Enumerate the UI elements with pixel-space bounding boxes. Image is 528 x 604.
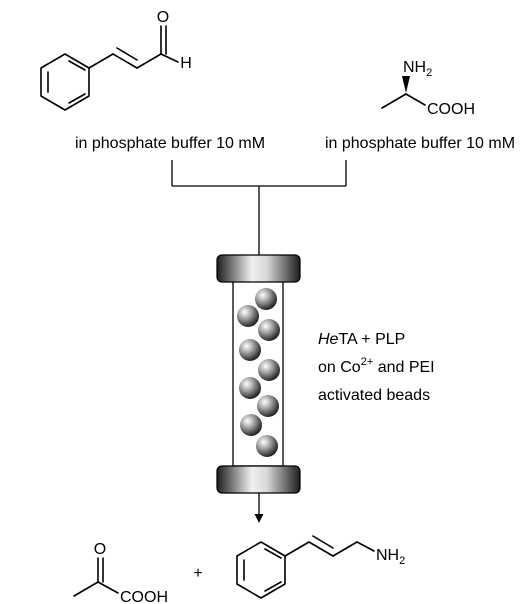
single-bond — [284, 541, 310, 557]
atom-oxygen: O — [94, 541, 106, 558]
ring-double-bond — [68, 60, 86, 71]
plus-sign: + — [193, 565, 202, 582]
right-condition-label: in phosphate buffer 10 mM — [325, 135, 515, 152]
atom-amine: NH2 — [376, 547, 405, 567]
alkene-double-bond — [116, 47, 138, 61]
pyruvic-acid-structure: O COOH — [73, 541, 168, 604]
bead — [256, 435, 278, 457]
enzyme-label: HeTA + PLP — [318, 331, 405, 348]
beads-label: activated beads — [318, 387, 430, 404]
cinnamylamine-structure: NH2 — [236, 535, 405, 599]
alkene-bond — [112, 53, 138, 69]
single-bond — [332, 541, 358, 557]
alkene-double-bond — [312, 535, 334, 549]
cinnamaldehyde-structure: O H — [40, 9, 192, 111]
alkene-bond — [308, 541, 334, 557]
atom-hydrogen: H — [180, 55, 192, 72]
carboxylic-acid-group: COOH — [120, 589, 168, 604]
left-condition-label: in phosphate buffer 10 mM — [75, 135, 265, 152]
packed-bed-reactor — [216, 254, 301, 494]
atom-amine: NH2 — [403, 59, 432, 79]
bead — [239, 339, 261, 361]
single-bond — [88, 53, 114, 69]
bead — [257, 395, 279, 417]
bead — [239, 377, 261, 399]
methyl-bond — [381, 93, 407, 109]
reactor-bottom-cap — [216, 465, 301, 494]
amine-bond — [356, 541, 375, 552]
benzene-ring — [236, 541, 286, 599]
acid-bond — [405, 93, 426, 106]
acid-bond — [97, 581, 119, 594]
mixing-tee-lines — [171, 160, 347, 255]
aldehyde-h-bond — [160, 53, 179, 63]
bead — [258, 359, 280, 381]
bead — [237, 305, 259, 327]
carboxylic-acid-group: COOH — [427, 101, 475, 118]
bead — [258, 319, 280, 341]
catalyst-beads — [237, 288, 280, 457]
benzene-ring — [40, 53, 90, 111]
alanine-structure: NH2 COOH — [381, 59, 475, 118]
ring-double-bond — [264, 581, 282, 592]
cobalt-pei-label: on Co2+ and PEI — [318, 356, 435, 376]
single-bond — [136, 53, 162, 69]
reactor-top-cap — [216, 254, 301, 283]
ring-double-bond — [264, 548, 282, 559]
wedge-bond — [402, 76, 410, 93]
ring-double-bond — [68, 93, 86, 104]
bead — [255, 288, 277, 310]
bead — [240, 414, 262, 436]
methyl-bond — [73, 581, 99, 597]
atom-oxygen: O — [157, 9, 169, 26]
